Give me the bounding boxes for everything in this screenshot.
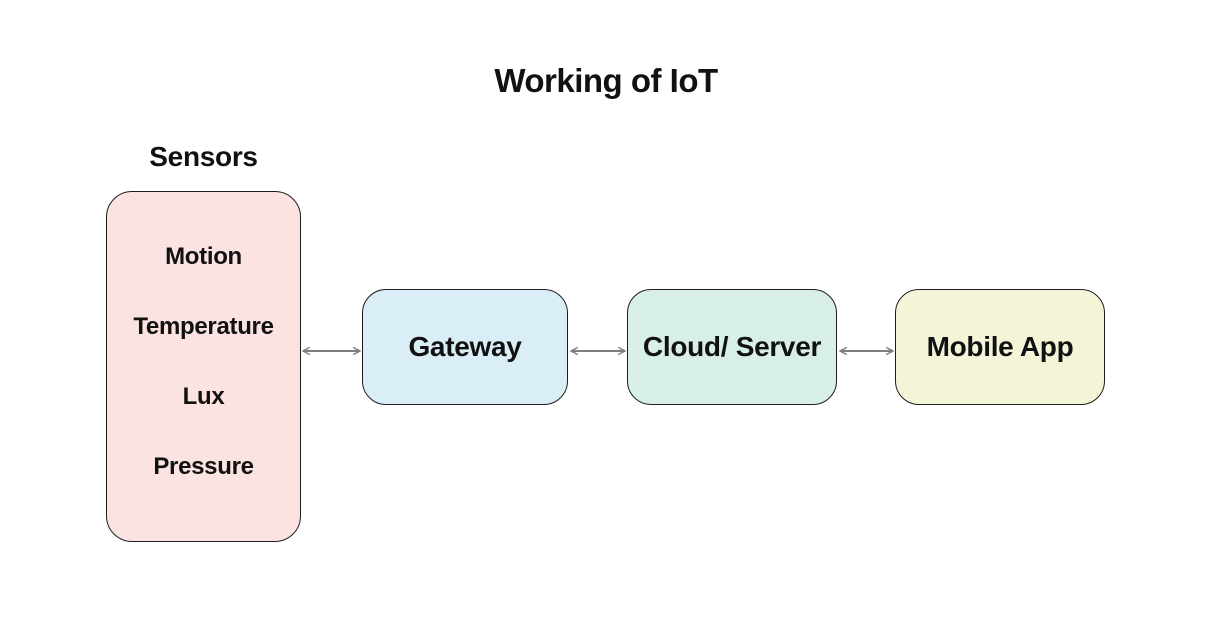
- sensor-item-list: Motion Temperature Lux Pressure: [107, 243, 300, 481]
- node-cloud-server: Cloud/ Server: [627, 289, 837, 405]
- diagram-title: Working of IoT: [494, 62, 718, 99]
- node-cloud-server-label: Cloud/ Server: [642, 331, 822, 362]
- node-gateway: Gateway: [362, 289, 568, 405]
- sensor-item-pressure: Pressure: [153, 453, 254, 480]
- node-mobile-app-label: Mobile App: [926, 331, 1074, 362]
- node-gateway-label: Gateway: [408, 331, 522, 362]
- sensors-group-label: Sensors: [149, 141, 258, 172]
- node-sensors: Motion Temperature Lux Pressure: [106, 191, 301, 542]
- sensor-item-lux: Lux: [182, 383, 225, 410]
- node-mobile-app: Mobile App: [895, 289, 1105, 405]
- sensor-item-temperature: Temperature: [133, 313, 274, 340]
- sensor-item-motion: Motion: [165, 243, 242, 270]
